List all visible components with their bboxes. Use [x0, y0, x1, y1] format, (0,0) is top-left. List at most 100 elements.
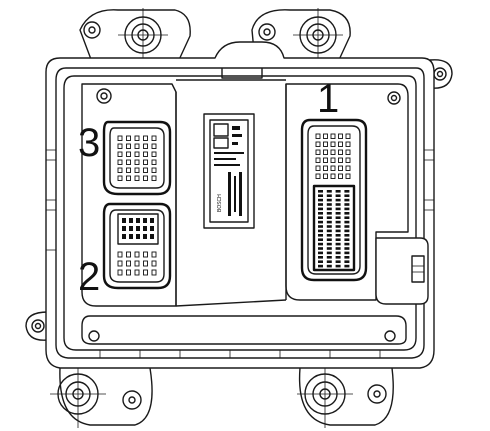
mounting-lug-bottom-right	[297, 364, 394, 428]
connector-pin	[150, 218, 154, 223]
connector-pin	[345, 133, 351, 139]
connector-pin	[136, 234, 140, 239]
callout-3: 3	[78, 121, 100, 165]
connector-pin	[318, 238, 323, 241]
connector-pin	[323, 149, 328, 155]
side-plug	[375, 237, 429, 305]
connector-pin	[335, 194, 341, 197]
connector-pin	[117, 135, 123, 141]
connector-pin	[151, 151, 157, 157]
connector-pin	[122, 218, 126, 223]
connector-pin	[134, 159, 140, 165]
connector-pin	[315, 141, 321, 147]
connector-pin	[315, 149, 321, 155]
connector-pin	[326, 220, 332, 224]
connector-pin	[326, 251, 332, 255]
connector-pin	[326, 225, 332, 228]
connector-pin	[134, 260, 140, 267]
connector-pin	[326, 194, 332, 197]
connector-pin	[335, 207, 341, 211]
connector-pin	[326, 242, 332, 246]
connector-pin	[335, 229, 341, 233]
connector-pin	[122, 234, 126, 239]
connector-pin	[335, 220, 341, 224]
callout-1: 1	[317, 77, 339, 121]
connector-pin	[134, 143, 140, 149]
connector-pin	[335, 256, 341, 259]
connector-pin	[318, 229, 323, 233]
connector-pin	[143, 175, 148, 181]
mounting-lug-top-right	[251, 8, 351, 63]
side-tab-left-bottom	[25, 311, 49, 341]
connector-pin	[117, 167, 123, 173]
connector-pin	[326, 198, 332, 202]
connector-pin	[335, 216, 341, 219]
connector-pin	[318, 190, 323, 193]
connector-pin	[151, 269, 157, 276]
connector-pin	[117, 251, 123, 258]
connector-pin	[326, 256, 332, 259]
connector-pin	[335, 203, 341, 206]
housing-fins-bottom	[99, 350, 381, 358]
connector-pin	[326, 212, 332, 215]
connector-pin	[117, 143, 123, 149]
connector-pin	[344, 234, 350, 237]
connector-pin	[134, 151, 140, 157]
connector-pin	[117, 175, 123, 181]
connector-pin	[330, 133, 336, 139]
connector-pin	[344, 207, 350, 211]
connector-pin	[126, 143, 131, 149]
connector-pin	[151, 143, 157, 149]
connector-pin	[150, 226, 154, 231]
mounting-lug-bottom-left	[50, 364, 153, 428]
connector-pin	[318, 198, 323, 202]
mounting-lug-top-left	[79, 8, 191, 63]
connector-pin	[338, 157, 343, 163]
connector-pin	[143, 135, 148, 141]
connector-pin	[335, 190, 341, 193]
connector-3	[102, 120, 172, 196]
connector-pin	[318, 207, 323, 211]
connector-pin	[344, 242, 350, 246]
connector-pin	[326, 260, 332, 263]
connector-pin	[344, 229, 350, 233]
connector-pin	[330, 149, 336, 155]
connector-pin	[134, 135, 140, 141]
connector-pin	[151, 167, 157, 173]
connector-pin	[344, 220, 350, 224]
connector-pin	[315, 157, 321, 163]
connector-pin	[318, 264, 323, 268]
label-brand-text: BOSCH	[217, 194, 223, 212]
connector-pin	[345, 165, 351, 171]
connector-pin	[134, 175, 140, 181]
connector-pin	[134, 251, 140, 258]
connector-pin	[126, 135, 131, 141]
connector-pin	[126, 260, 131, 267]
connector-pin	[344, 203, 350, 206]
connector-pin	[338, 149, 343, 155]
connector-pin	[136, 218, 140, 223]
connector-pin	[326, 247, 332, 250]
connector-pin	[326, 229, 332, 233]
connector-pin	[323, 173, 328, 179]
connector-pin	[126, 269, 131, 276]
connector-3-pins	[117, 135, 157, 181]
connector-pin	[323, 133, 328, 139]
connector-1	[300, 118, 368, 282]
connector-pin	[330, 173, 336, 179]
connector-pin	[326, 216, 332, 219]
connector-pin	[126, 167, 131, 173]
connector-pin	[143, 251, 148, 258]
connector-pin	[143, 234, 147, 239]
connector-pin	[335, 242, 341, 246]
connector-pin	[143, 226, 147, 231]
connector-pin	[338, 133, 343, 139]
product-label: BOSCH	[203, 113, 255, 229]
connector-pin	[134, 167, 140, 173]
connector-pin	[344, 198, 350, 202]
connector-pin	[117, 159, 123, 165]
connector-pin	[335, 251, 341, 255]
connector-pin	[143, 151, 148, 157]
connector-pin	[344, 264, 350, 268]
connector-pin	[318, 216, 323, 219]
